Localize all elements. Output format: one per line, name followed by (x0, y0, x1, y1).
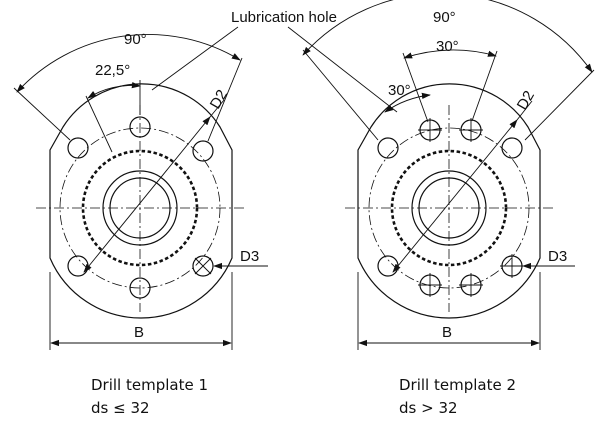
lubrication-hole-leader-right (287, 26, 398, 113)
flange-outline (357, 83, 541, 319)
b-label: B (442, 324, 452, 341)
bolt-hole-crosshair (418, 118, 524, 297)
d2-dimension-line (83, 116, 211, 273)
bolt-hole (129, 277, 151, 299)
lubrication-hole-leader-left (151, 26, 239, 91)
bolt-hole (377, 255, 399, 277)
lubrication-hole-label: Lubrication hole (231, 9, 337, 26)
angle-30-lower-arc (384, 92, 431, 113)
b-label: B (134, 324, 144, 341)
bolt-circle (368, 127, 530, 289)
bolt-holes (67, 116, 214, 299)
bolt-holes (377, 118, 524, 297)
d3-label: D3 (548, 248, 567, 265)
angle-90-label: 90° (433, 9, 456, 26)
angle-30-upper-label: 30° (436, 38, 459, 55)
angle-90-ext-left (13, 87, 71, 141)
d2-dimension-line (392, 119, 518, 273)
angle-30-lower-label: 30° (388, 82, 411, 99)
template-2-caption-title: Drill template 2 (399, 376, 516, 394)
d3-label: D3 (240, 248, 259, 265)
angle-30-upper-ext (471, 50, 498, 122)
angle-90-ext-right (524, 69, 595, 141)
d2-label: D2 (207, 87, 231, 112)
flange-outline (49, 83, 233, 319)
angle-22-5-label: 22,5° (95, 62, 130, 79)
bolt-circle (59, 127, 221, 289)
drill-template-1: 90° 22,5° D2 D3 B (13, 31, 268, 350)
template-2-caption-condition: ds > 32 (399, 399, 458, 417)
d2-leader (516, 100, 533, 121)
angle-90-ext-left (302, 49, 379, 141)
angle-22-5-ext (85, 95, 113, 153)
bolt-hole (67, 137, 89, 159)
angle-22-5-arc (87, 81, 141, 99)
bolt-hole (377, 137, 399, 159)
angle-90-arc (16, 34, 241, 93)
bolt-hole-crosshair (194, 257, 212, 275)
drill-template-2: 90° 30° 30° D2 D3 B (302, 0, 595, 350)
angle-30-upper-arc (403, 49, 497, 59)
d2-label: D2 (514, 88, 538, 113)
angle-90-ext-right (207, 57, 243, 142)
bolt-hole (501, 137, 523, 159)
angle-90-arc (302, 0, 593, 73)
template-1-caption-title: Drill template 1 (91, 376, 208, 394)
template-1-caption-condition: ds ≤ 32 (91, 399, 150, 417)
d2-leader (209, 99, 225, 118)
angle-90-label: 90° (124, 31, 147, 48)
